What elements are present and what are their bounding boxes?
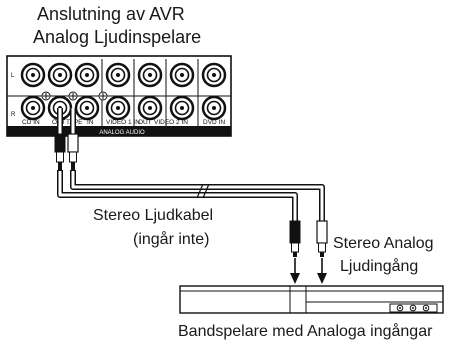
rca-plug-dark — [54, 133, 66, 171]
diagram-title-line1: Anslutning av AVR — [37, 4, 185, 24]
avr-rear-panel: L R — [6, 55, 232, 137]
rca-jack — [105, 62, 131, 88]
jack-label: DVD IN — [203, 119, 225, 126]
rca-jack — [201, 95, 227, 121]
right-channel-marker: R — [11, 112, 16, 118]
jack-label: CD IN — [22, 119, 40, 126]
left-channel-marker: L — [11, 73, 15, 79]
rca-jack — [105, 95, 131, 121]
rca-jack — [20, 95, 46, 121]
jack-label: VIDEO 2 IN — [154, 119, 188, 126]
arrow-down-icon — [290, 258, 300, 284]
device-caption: Bandspelare med Analoga ingångar — [178, 323, 433, 340]
rca-plug-dark — [289, 220, 301, 257]
rca-plug-light — [316, 220, 328, 257]
rca-jack — [169, 95, 195, 121]
rca-jack — [201, 62, 227, 88]
rca-jack — [47, 62, 73, 88]
arrow-down-icon — [317, 258, 327, 284]
jack-label: VIDEO 1 IN — [106, 119, 140, 126]
stereo-audio-cable — [57, 108, 325, 221]
diagram-title-line2: Analog Ljudinspelare — [33, 27, 202, 47]
jack-label: OUT — [138, 119, 152, 126]
cable-label-line2: (ingår inte) — [133, 231, 210, 248]
input-label-line1: Stereo Analog — [333, 235, 434, 252]
rca-jack — [137, 95, 163, 121]
tape-recorder — [179, 285, 444, 314]
cable-label-line1: Stereo Ljudkabel — [93, 207, 214, 224]
rca-jack — [169, 62, 195, 88]
jack-label: IN — [87, 119, 94, 126]
rca-jack — [137, 62, 163, 88]
rca-plug-light — [67, 133, 79, 171]
rca-jack — [20, 62, 46, 88]
section-label: ANALOG AUDIO — [99, 130, 145, 136]
rca-jack — [74, 62, 100, 88]
input-label-line2: Ljudingång — [340, 258, 419, 275]
